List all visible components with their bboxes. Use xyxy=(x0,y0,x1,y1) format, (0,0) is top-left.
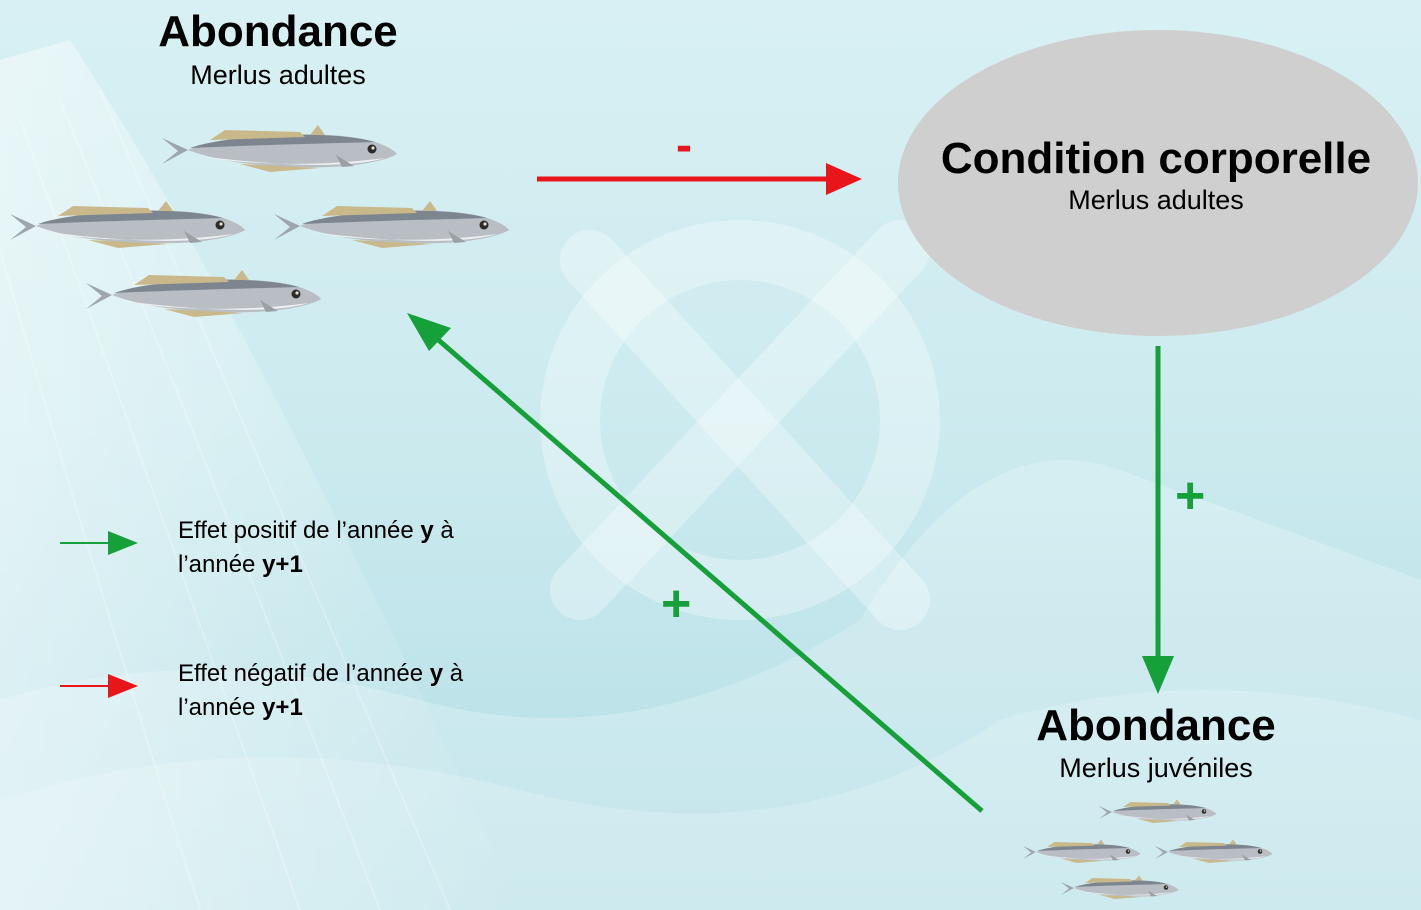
hake-fish-icon xyxy=(86,270,321,317)
juvenile-hake-school xyxy=(1023,800,1273,900)
juvenile-abundance-subtitle: Merlus juvéniles xyxy=(1006,755,1306,782)
positive-sign-label: + xyxy=(661,578,691,630)
legend-negative-arrow-icon xyxy=(60,674,138,698)
negative-link-arrow xyxy=(537,163,862,195)
legend-positive-arrow-icon xyxy=(60,531,138,555)
condition-subtitle: Merlus adultes xyxy=(906,187,1406,214)
hake-fish-icon xyxy=(10,201,245,248)
adult-abundance-title: Abondance xyxy=(128,10,428,54)
legend-next-year: y+1 xyxy=(262,694,303,721)
adult-hake-school xyxy=(10,125,509,317)
legend-year: y xyxy=(430,660,443,687)
positive-link-arrow xyxy=(1142,346,1174,694)
legend-year: y xyxy=(420,517,433,544)
hake-fish-icon xyxy=(274,201,509,248)
legend-text-part: Effet positif de l’année xyxy=(178,517,420,544)
small-hake-fish-icon xyxy=(1155,840,1273,864)
small-hake-fish-icon xyxy=(1099,800,1217,824)
condition-title: Condition corporelle xyxy=(906,137,1406,181)
legend-positive-text: Effet positif de l’année y à l’année y+1 xyxy=(178,514,528,582)
hake-fish-icon xyxy=(162,125,397,172)
legend-text-part: Effet négatif de l’année xyxy=(178,660,430,687)
legend-negative-text: Effet négatif de l’année y à l’année y+1 xyxy=(178,657,528,725)
negative-sign-label: - xyxy=(676,122,692,170)
small-hake-fish-icon xyxy=(1023,840,1141,864)
legend-next-year: y+1 xyxy=(262,551,303,578)
condition-node-ellipse xyxy=(898,30,1418,336)
small-hake-fish-icon xyxy=(1061,876,1179,900)
positive-sign-label: + xyxy=(1175,470,1205,522)
juvenile-abundance-title: Abondance xyxy=(1006,704,1306,748)
adult-abundance-subtitle: Merlus adultes xyxy=(128,62,428,89)
